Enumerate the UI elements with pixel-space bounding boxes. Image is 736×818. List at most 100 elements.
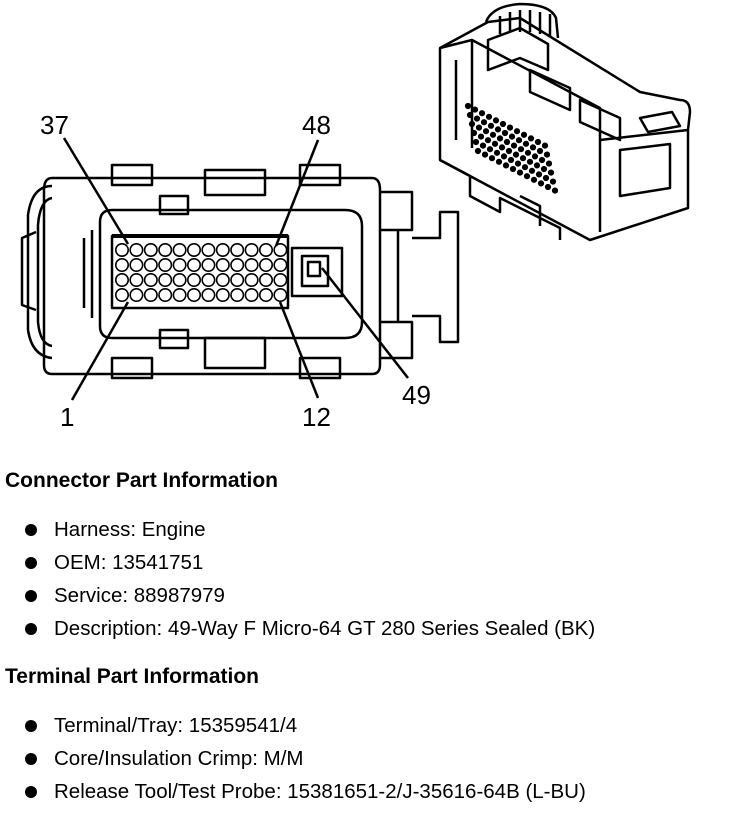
pin-cavity: [244, 272, 259, 287]
pin-cavity: [158, 287, 173, 302]
iso-pin-cavity: [541, 142, 549, 149]
iso-pin-cavity: [493, 149, 501, 156]
iso-pin-cavity: [527, 135, 535, 142]
iso-pin-cavity: [526, 158, 534, 165]
pin-cavity: [172, 287, 187, 302]
iso-pin-cavity: [512, 151, 520, 158]
iso-pin-cavity: [542, 174, 550, 182]
iso-pin-cavity: [549, 178, 557, 185]
iso-pin-cavity: [475, 124, 483, 131]
iso-pin-cavity: [500, 153, 508, 160]
iso-pin-cavity: [545, 160, 553, 167]
pin-cavity: [172, 243, 187, 258]
connector-heading: Connector Part Information: [5, 469, 279, 492]
iso-pin-cavity: [496, 135, 504, 142]
pin-cavity: [215, 272, 230, 287]
pin-cavity: [115, 243, 130, 258]
pin-cavity: [143, 257, 158, 272]
pin-cavity: [244, 243, 259, 258]
iso-pin-cavity: [508, 133, 516, 140]
pin-label-37: 37: [40, 110, 69, 140]
pin-cavity: [187, 287, 202, 302]
iso-pin-cavity: [528, 167, 536, 174]
iso-pin-cavity: [531, 153, 539, 160]
pin-cavity: [258, 257, 273, 272]
info-item-text: Service: 88987979: [54, 584, 225, 607]
pin-cavity: [115, 287, 130, 302]
pin-cavity: [258, 287, 273, 302]
iso-pin-cavity: [510, 142, 518, 149]
pin-cavity: [187, 257, 202, 272]
pin-cavity: [273, 243, 288, 258]
iso-pin-cavity: [471, 106, 479, 113]
pin-cavity: [230, 272, 245, 287]
iso-pin-cavity: [513, 128, 521, 135]
iso-pin-cavity: [517, 146, 525, 153]
iso-pin-cavity: [478, 110, 486, 117]
iso-pin-cavity: [505, 147, 513, 155]
info-list-item: Core/Insulation Crimp: M/M: [5, 742, 725, 775]
pin-cavity: [215, 243, 230, 258]
iso-pin-cavity: [507, 156, 515, 164]
iso-pin-cavity: [468, 120, 476, 128]
iso-pin-cavity: [477, 133, 485, 140]
iso-pin-cavity: [519, 155, 527, 162]
info-list-item: Service: 88987979: [5, 579, 725, 612]
pin-cavity: [230, 257, 245, 272]
info-item-text: Harness: Engine: [54, 518, 206, 541]
pin-cavity: [273, 287, 288, 302]
iso-pin-cavity: [499, 120, 507, 128]
iso-pin-cavity: [495, 158, 503, 165]
pin-cavity: [187, 272, 202, 287]
bullet-icon: [25, 524, 37, 536]
info-item-text: Terminal/Tray: 15359541/4: [54, 714, 298, 737]
pin-cavity: [215, 287, 230, 302]
iso-pin-cavity: [521, 164, 529, 171]
bullet-icon: [25, 720, 37, 732]
iso-pin-cavity: [503, 138, 511, 146]
pin-cavity: [244, 287, 259, 302]
iso-pin-cavity: [488, 155, 496, 162]
pin-cavity: [143, 287, 158, 302]
iso-pin-cavity: [480, 119, 488, 126]
pin-cavity: [143, 272, 158, 287]
info-item-text: OEM: 13541751: [54, 551, 204, 574]
iso-pin-cavity: [529, 144, 537, 151]
pin-cavity: [258, 272, 273, 287]
callout-leaders: [62, 137, 409, 401]
pin-cavity: [215, 257, 230, 272]
iso-pin-cavity: [482, 128, 490, 135]
pin-cavity: [201, 287, 216, 302]
iso-pin-cavity: [543, 151, 551, 158]
pin-cavity: [273, 257, 288, 272]
pin-label-12: 12: [302, 402, 331, 432]
iso-pin-cavity: [470, 129, 478, 137]
pin-cavity: [158, 272, 173, 287]
info-item-text: Description: 49-Way F Micro-64 GT 280 Se…: [54, 617, 596, 640]
pin-cavity: [230, 243, 245, 258]
pin-cavity: [201, 243, 216, 258]
iso-pin-cavity: [491, 140, 499, 147]
iso-pin-cavity: [501, 129, 509, 137]
iso-pin-cavity: [481, 151, 489, 158]
iso-pin-cavity: [534, 138, 542, 146]
iso-pin-cavity: [537, 180, 545, 187]
bullet-icon: [25, 753, 37, 765]
iso-pin-cavity: [466, 111, 474, 119]
iso-pin-cavity: [479, 142, 487, 149]
iso-pin-cavity: [464, 102, 472, 110]
iso-pin-cavity: [522, 140, 530, 147]
pin-cavity: [129, 287, 144, 302]
pin-cavity: [129, 272, 144, 287]
info-item-text: Core/Insulation Crimp: M/M: [54, 747, 304, 770]
iso-pin-cavity: [515, 137, 523, 144]
isometric-pin-grid: [464, 102, 559, 194]
iso-pin-cavity: [514, 160, 522, 167]
iso-pin-cavity: [502, 162, 510, 169]
iso-pin-cavity: [523, 173, 531, 180]
iso-pin-cavity: [538, 156, 546, 164]
pin-cavity: [115, 257, 130, 272]
pin-cavity: [158, 243, 173, 258]
terminal-part-information: Terminal Part Information Terminal/Tray:…: [5, 665, 725, 808]
